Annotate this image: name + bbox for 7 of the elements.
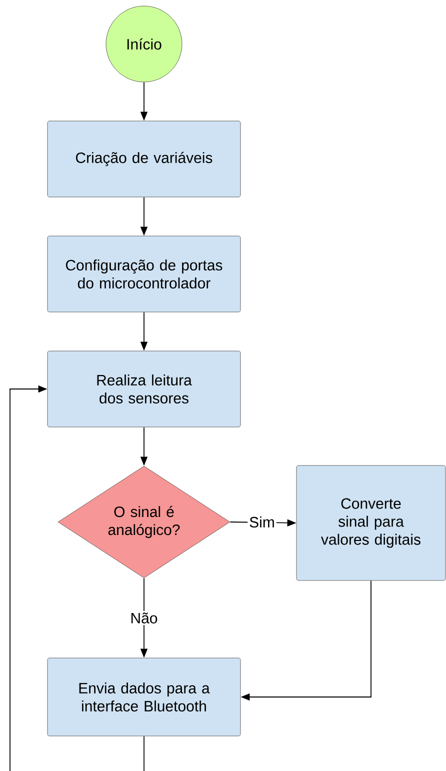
process-box: Realiza leitura dos sensores bbox=[47, 350, 241, 428]
process-box: Envia dados para a interface Bluetooth bbox=[47, 658, 241, 736]
edge-label: Sim bbox=[248, 514, 276, 529]
process-box: Criação de variáveis bbox=[47, 120, 241, 198]
process-box: Converte sinal para valores digitais bbox=[296, 465, 446, 581]
edge-label: Não bbox=[128, 611, 160, 625]
process-box: Configuração de portas do microcontrolador bbox=[47, 236, 241, 312]
